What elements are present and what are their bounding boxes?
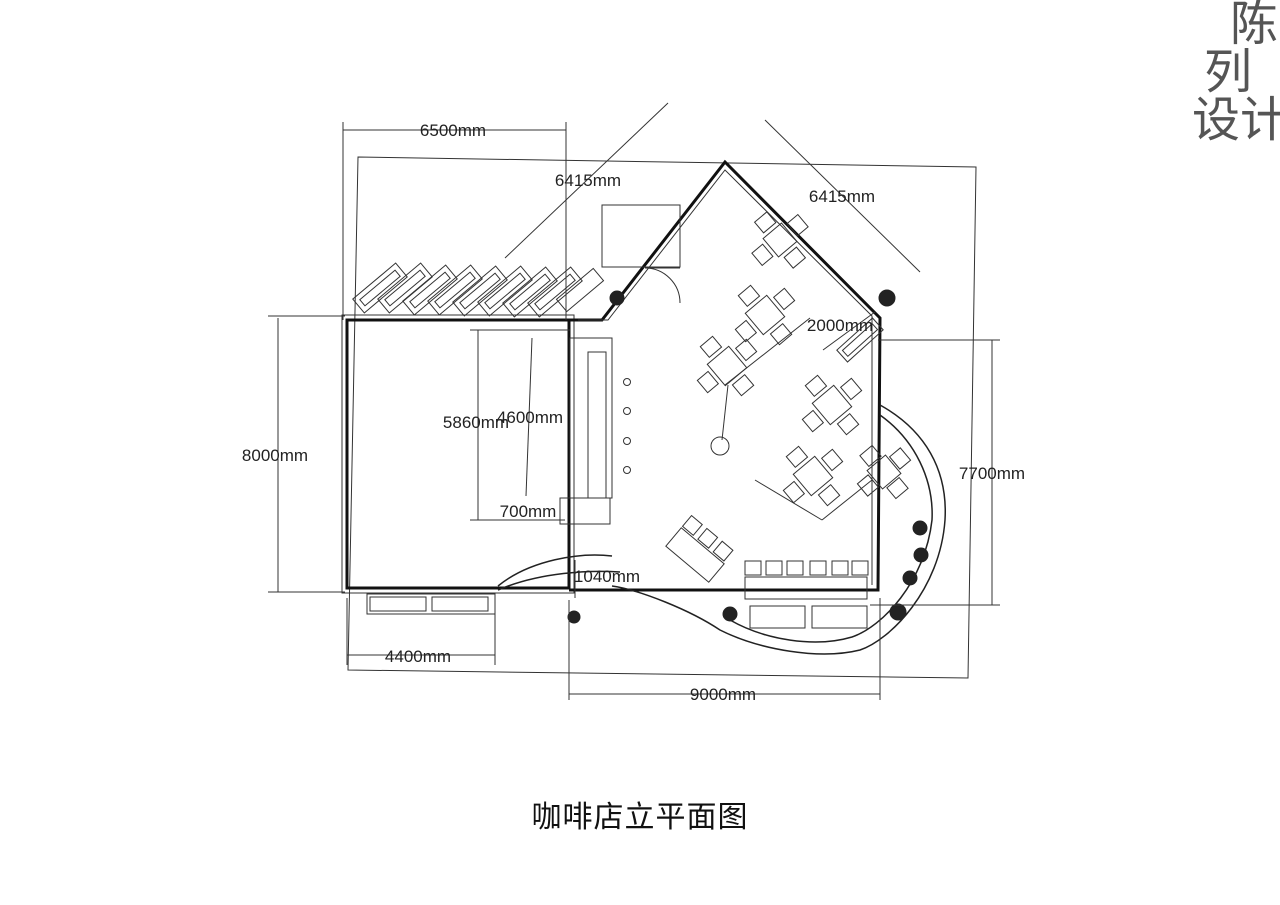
dim-diag-right: 6415mm [809,187,875,206]
dim-counter-length: 4600mm [497,408,563,427]
bottom-planter [366,593,496,615]
dim-right-height: 7700mm [959,464,1025,483]
dim-corner-width: 2000mm [807,316,873,335]
garden-path [497,404,946,655]
dim-inner-height: 5860mm [443,413,509,432]
bench-row [744,560,869,629]
dim-diag-left: 6415mm [555,171,621,190]
dim-bottom-right: 9000mm [690,685,756,704]
dim-top-width: 6500mm [420,121,486,140]
shrub-markers [567,289,929,624]
side-title-line-2: 列 [1203,44,1252,100]
dim-counter-depth: 700mm [500,502,557,521]
dim-path-width: 1040mm [574,567,640,586]
table-groups [665,211,912,583]
side-title: 陈 列 设计 [1191,0,1280,148]
corner-planter [836,317,884,363]
left-room-wall [345,318,571,590]
dim-bottom-left: 4400mm [385,647,451,666]
side-title-line-1: 陈 [1229,0,1278,52]
dim-left-height: 8000mm [242,446,308,465]
side-title-line-3: 设计 [1191,92,1280,148]
drawing-caption: 咖啡店立平面图 [531,800,749,835]
site-boundary [347,156,977,679]
dimension-lines [268,102,1000,700]
planter-boxes [352,262,605,318]
main-hall-wall [569,159,882,592]
